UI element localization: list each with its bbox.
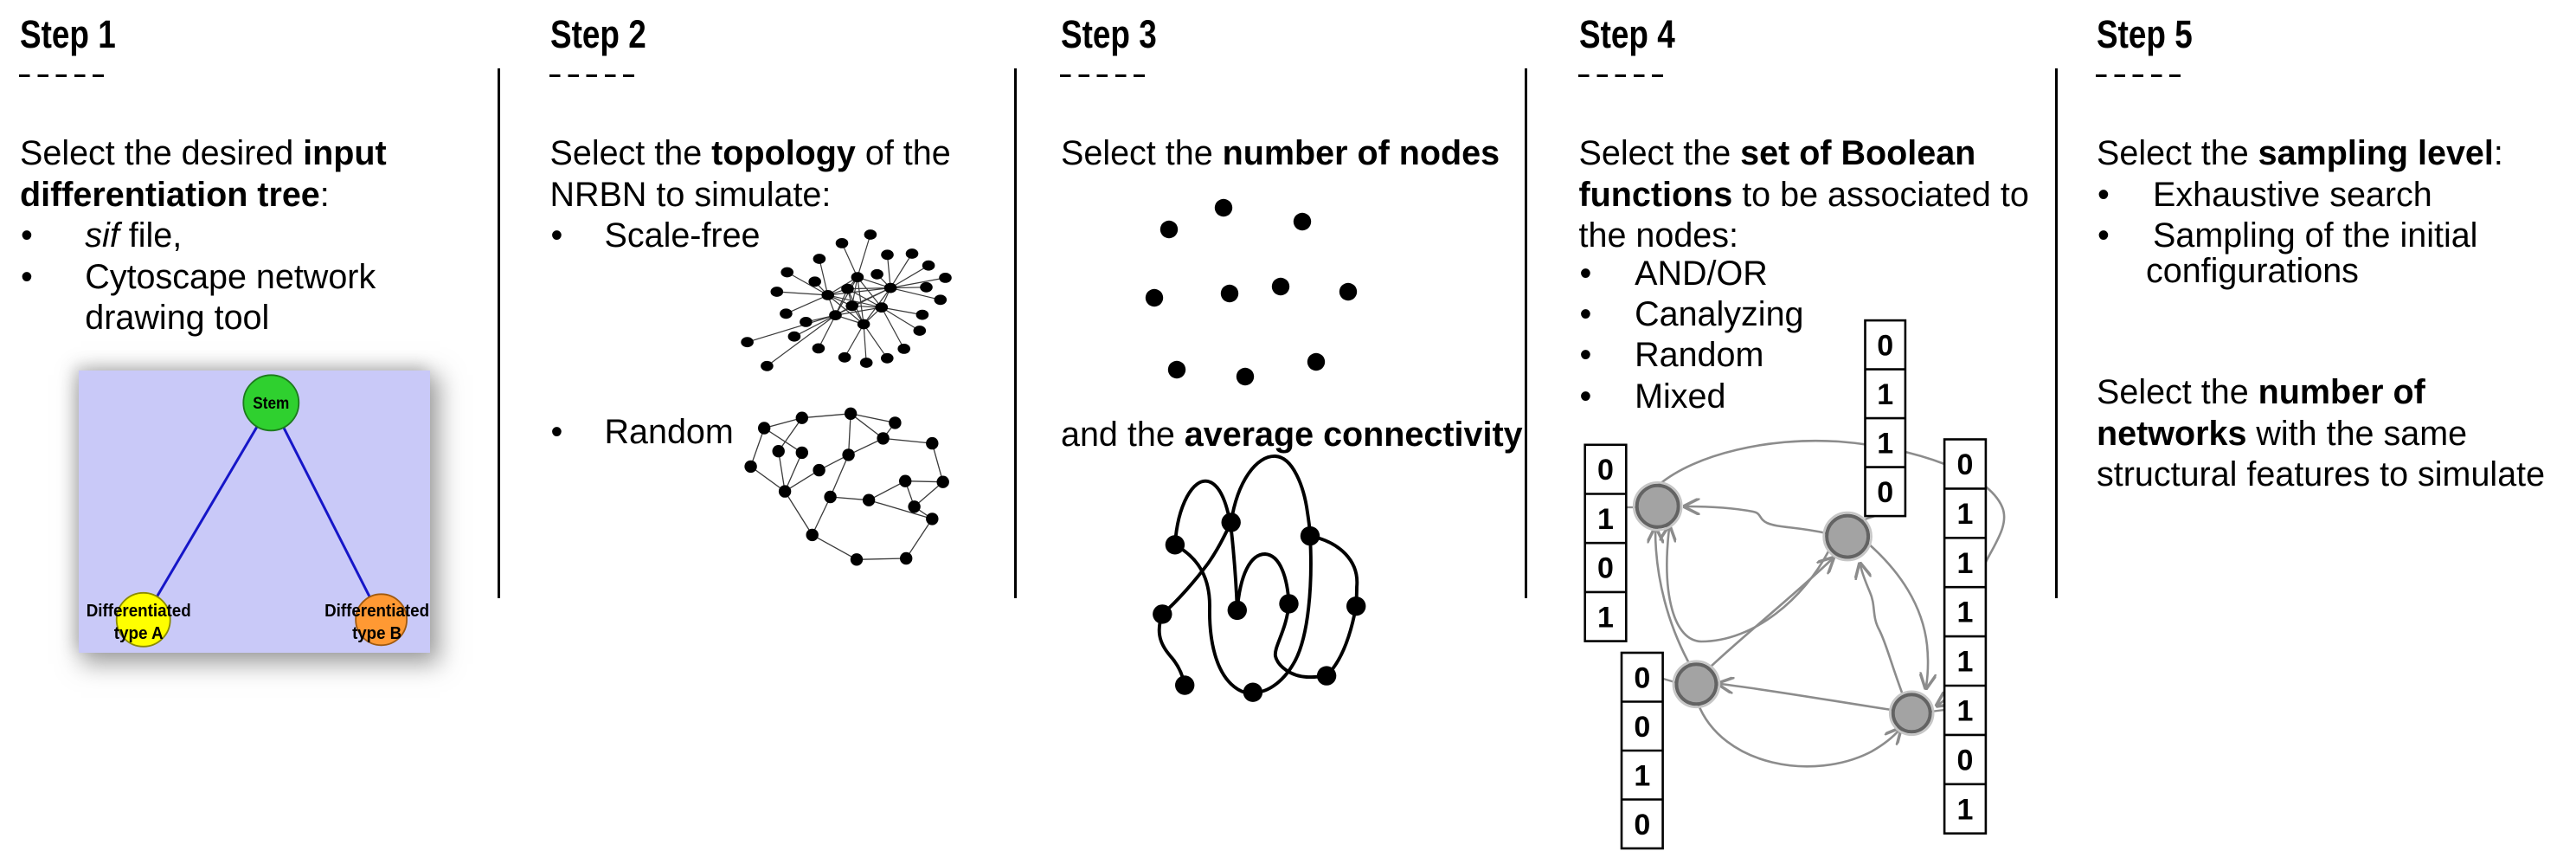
svg-text:1: 1 [1957, 596, 1974, 629]
svg-text:0: 0 [1877, 476, 1893, 509]
svg-text:1: 1 [1957, 547, 1974, 580]
svg-text:1: 1 [1597, 601, 1614, 634]
svg-text:1: 1 [1877, 427, 1893, 460]
svg-text:1: 1 [1634, 759, 1650, 792]
svg-text:0: 0 [1877, 329, 1893, 362]
svg-text:0: 0 [1634, 661, 1650, 694]
svg-text:type B: type B [352, 623, 401, 643]
svg-text:1: 1 [1957, 694, 1974, 727]
svg-text:0: 0 [1597, 552, 1614, 585]
svg-text:1: 1 [1957, 646, 1974, 679]
svg-text:Differentiated: Differentiated [324, 601, 429, 621]
svg-text:1: 1 [1597, 503, 1614, 536]
svg-text:0: 0 [1957, 448, 1974, 481]
svg-text:Differentiated: Differentiated [87, 601, 191, 621]
svg-text:Stem: Stem [253, 395, 289, 413]
svg-text:0: 0 [1957, 744, 1974, 777]
svg-text:type A: type A [114, 623, 164, 643]
svg-text:0: 0 [1634, 809, 1650, 841]
svg-text:1: 1 [1957, 498, 1974, 531]
svg-text:1: 1 [1877, 378, 1893, 411]
svg-text:0: 0 [1597, 454, 1614, 487]
svg-text:1: 1 [1957, 793, 1974, 826]
svg-text:0: 0 [1634, 711, 1650, 744]
